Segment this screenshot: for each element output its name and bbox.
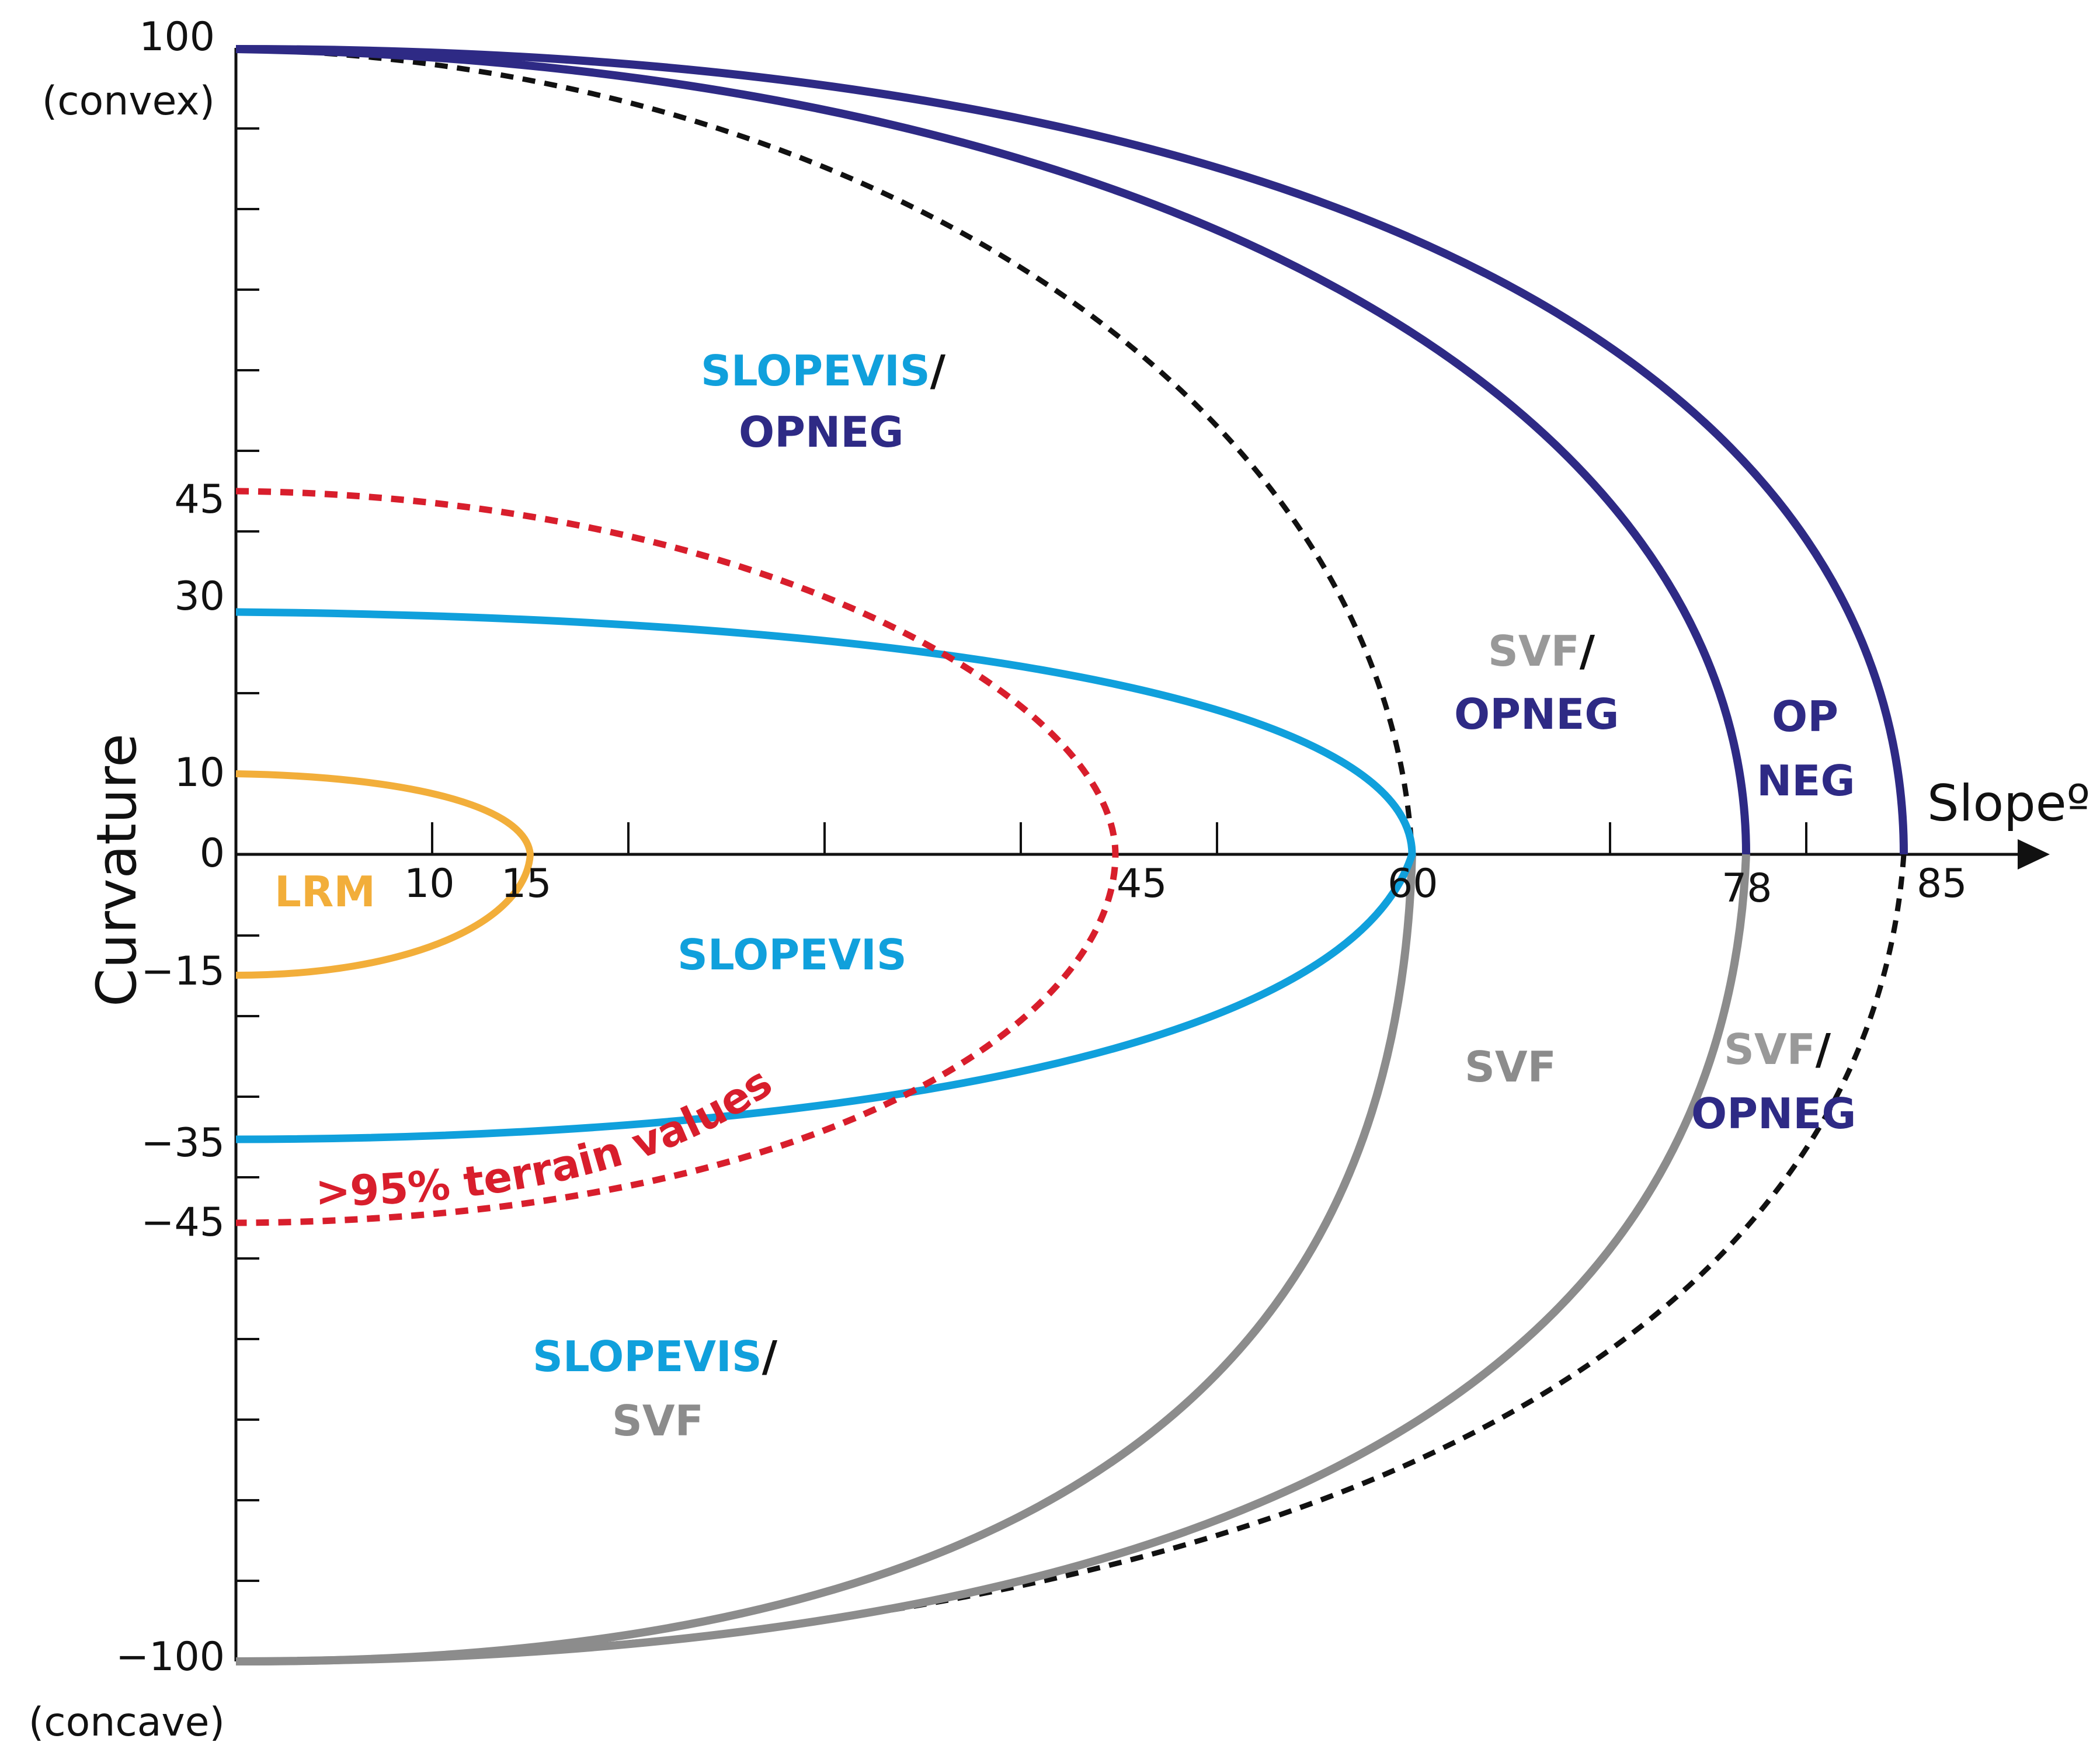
region-label-slopevis-opneg: SLOPEVIS/ [701, 346, 946, 395]
region-label-slopevis-svf: SLOPEVIS/ [533, 1332, 778, 1381]
y-tick-label-concave: (concave) [29, 1699, 225, 1745]
y-axis-label: Curvature [85, 733, 149, 1007]
x-tick-label-45: 45 [1117, 861, 1167, 907]
x-tick-label-78: 78 [1722, 865, 1772, 912]
y-tick-label-minus-15: −15 [141, 948, 225, 995]
y-tick-label-45: 45 [174, 477, 225, 523]
slopevis-curve [235, 608, 1416, 1143]
region-label-svf: SVF [1465, 1042, 1556, 1091]
y-tick-label-0: 0 [200, 830, 225, 877]
slopevis-text: SLOPEVIS [533, 1332, 762, 1381]
region-label-svf-opneg-lower-b: OPNEG [1691, 1089, 1856, 1138]
region-label-lrm: LRM [274, 867, 376, 916]
svf-inner-curve [235, 854, 1416, 1666]
svf-text: SVF [1488, 627, 1580, 676]
region-label-slopevis-svf-b: SVF [612, 1396, 704, 1445]
region-label-svf-opneg-lower: SVF/ [1724, 1025, 1831, 1074]
y-tick-label-minus-100: −100 [116, 1634, 225, 1680]
y-tick-label-minus-45: −45 [141, 1199, 225, 1246]
opneg-outer-curve [235, 45, 1908, 855]
y-tick-label-100: 100 [139, 14, 215, 60]
slopevis-text: SLOPEVIS [701, 346, 930, 395]
separator-text: / [930, 346, 946, 395]
separator-text: / [1580, 627, 1595, 676]
svf-outer-curve [235, 854, 1750, 1665]
separator-text: / [1816, 1025, 1831, 1074]
x-axis-ticks [431, 822, 1807, 854]
dotted-upper-curve [235, 46, 1415, 855]
x-axis-arrow-icon [2018, 839, 2050, 870]
x-tick-label-60: 60 [1388, 861, 1438, 907]
x-tick-label-15: 15 [501, 861, 552, 907]
dotted-lower-curve [235, 854, 1907, 1664]
region-label-svf-opneg-b: OPNEG [1454, 690, 1619, 739]
separator-text: / [762, 1332, 778, 1381]
region-label-neg: NEG [1757, 756, 1855, 805]
terrain-curve [235, 488, 1119, 1226]
lrm-curve [235, 770, 534, 979]
x-tick-label-85: 85 [1917, 861, 1967, 907]
y-tick-label-convex: (convex) [42, 78, 215, 124]
y-tick-label-10: 10 [174, 750, 225, 796]
x-tick-label-10: 10 [404, 861, 455, 907]
region-label-slopevis: SLOPEVIS [677, 930, 907, 979]
y-tick-label-30: 30 [174, 573, 225, 620]
svf-text: SVF [1724, 1025, 1816, 1074]
x-axis-label: Slopeº [1927, 774, 2090, 833]
y-tick-label-minus-35: −35 [141, 1120, 225, 1166]
region-label-svf-opneg: SVF/ [1488, 627, 1595, 676]
opneg-inner-curve [235, 45, 1750, 855]
region-label-op: OP [1772, 692, 1838, 741]
region-label-slopevis-opneg-b: OPNEG [739, 408, 904, 457]
